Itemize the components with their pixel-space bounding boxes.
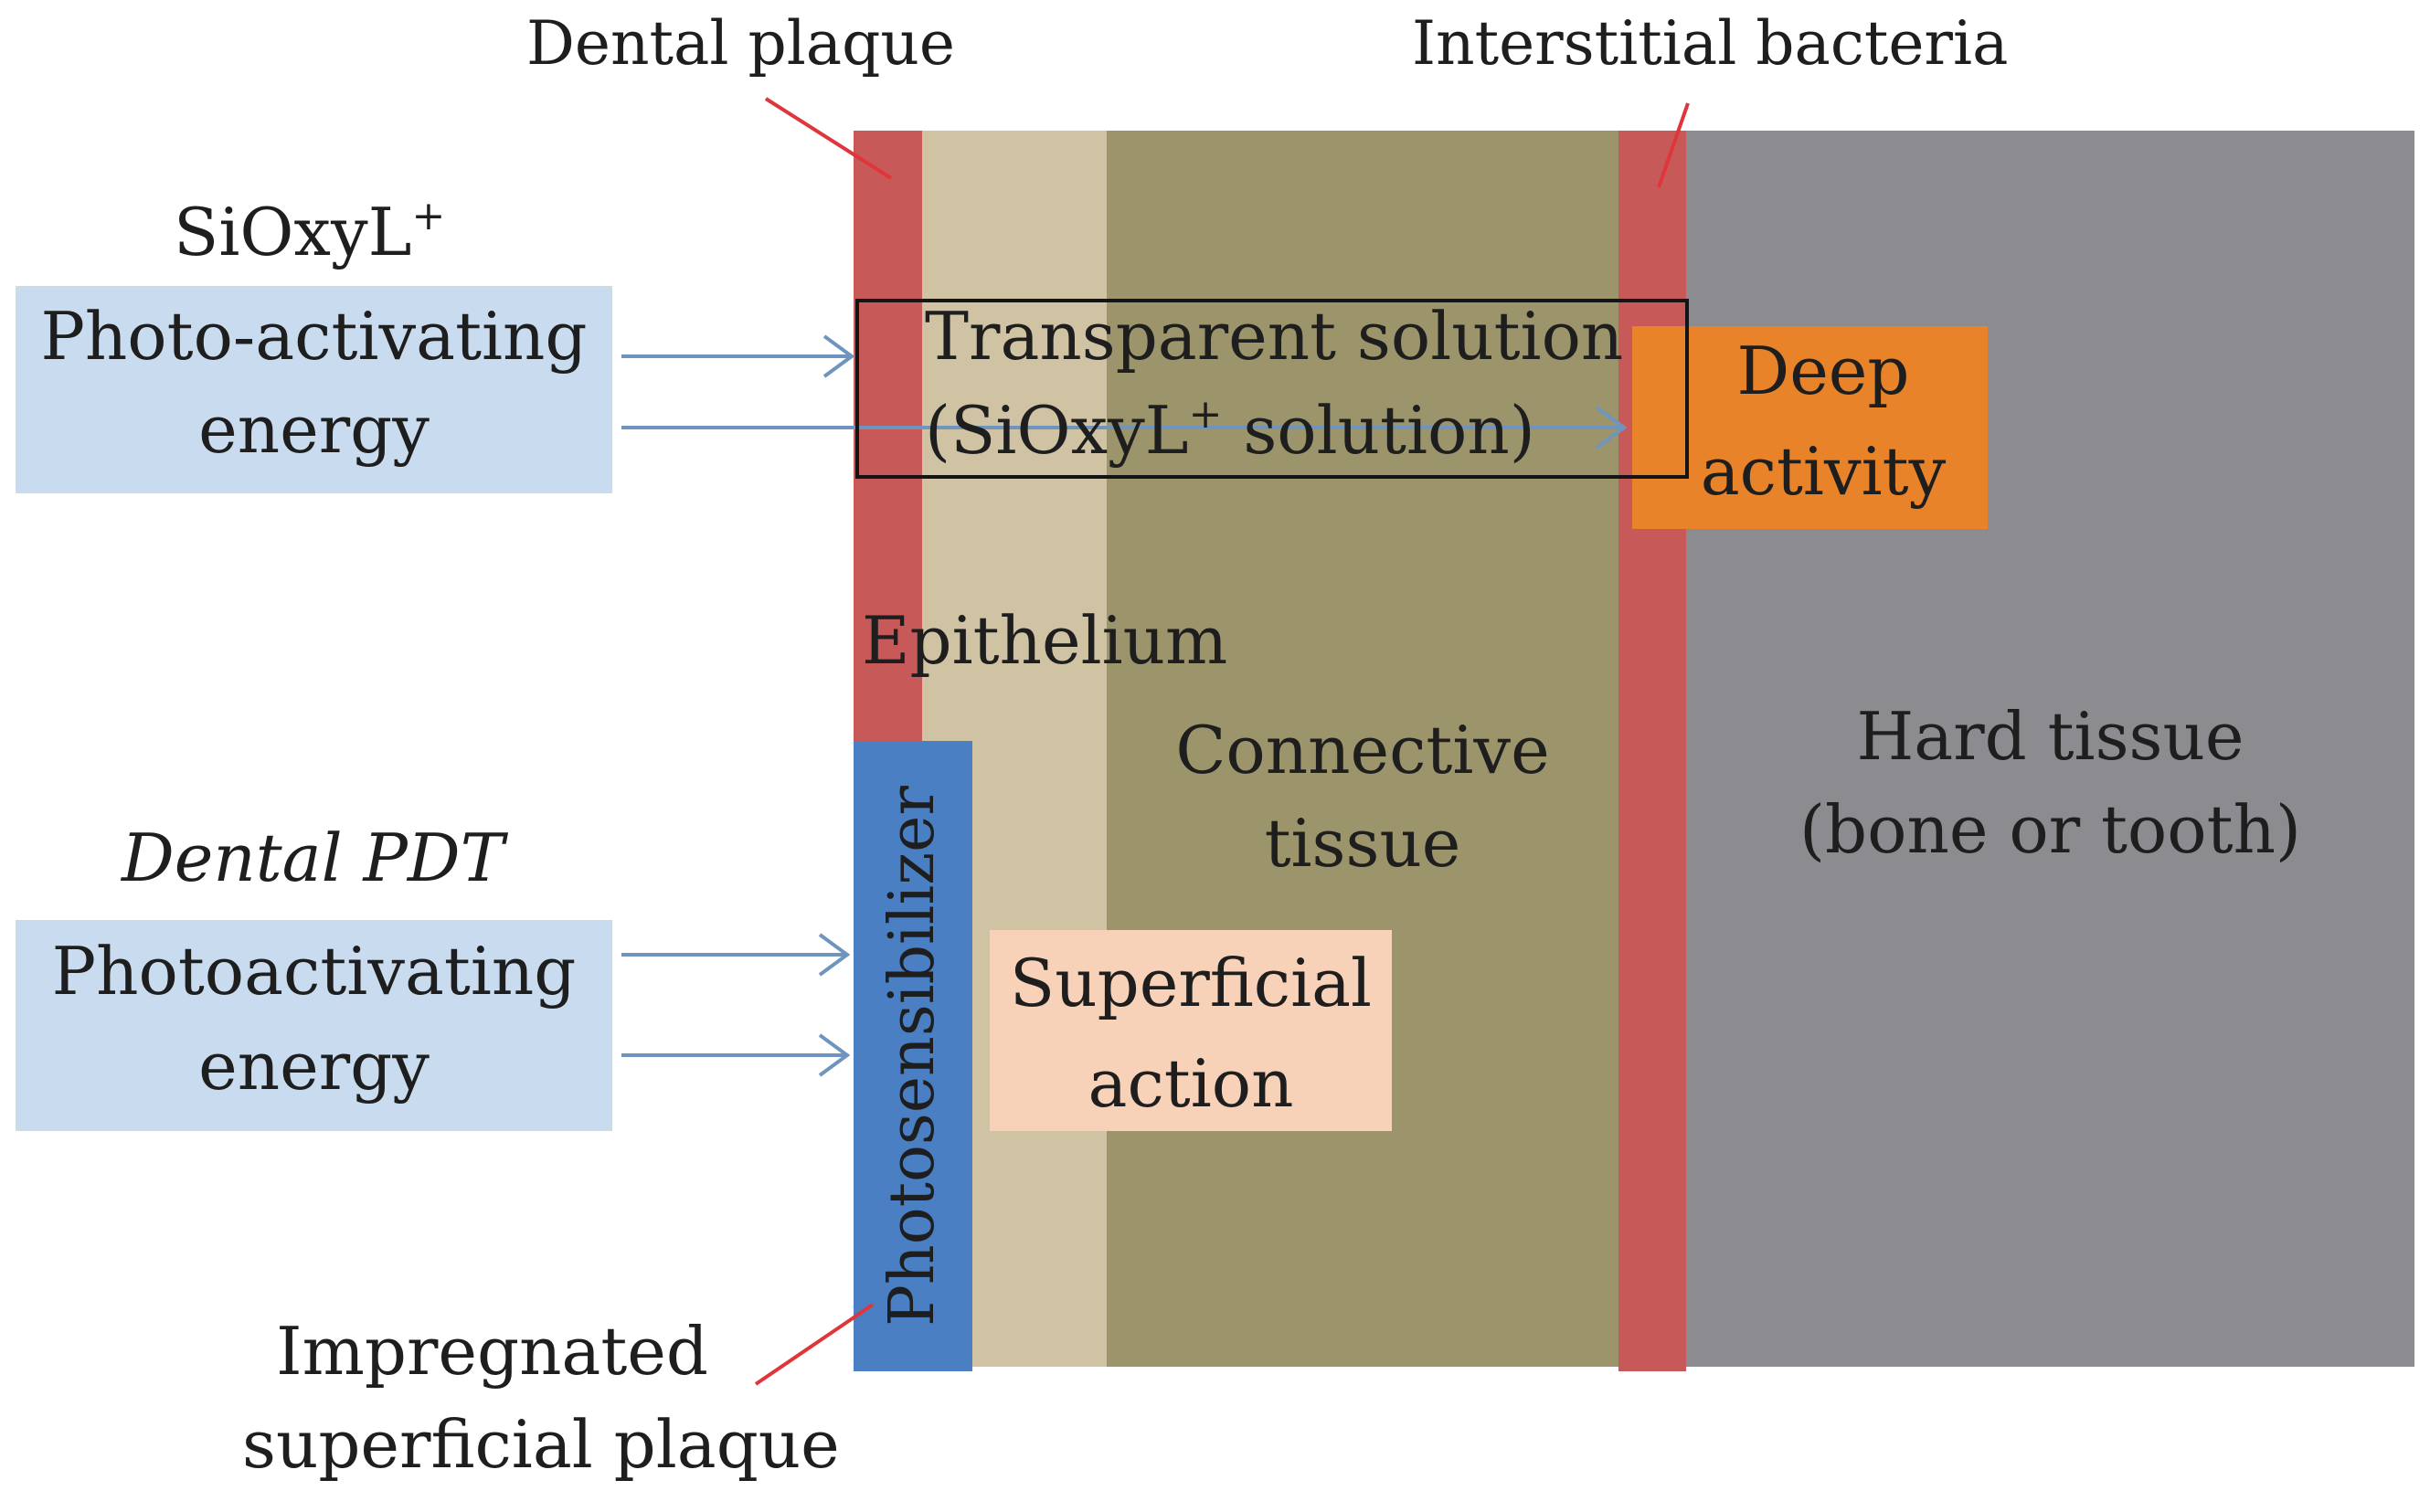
photosensibilizer-layer: [854, 741, 972, 1371]
siox-arrow-1: [621, 334, 855, 378]
transparent-solution-line2: (SiOxyL+ solution): [925, 395, 1623, 464]
siox-title-sup: +: [411, 193, 446, 239]
siox-arrow-2: [621, 406, 1628, 449]
transparent-line2-sup: +: [1188, 391, 1223, 438]
photo-activating-line2: energy: [198, 391, 430, 468]
deep-activity-line1: Deep: [1736, 333, 1910, 409]
connective-tissue-layer: [1107, 131, 1618, 1367]
deep-activity-label: Deep activity: [1632, 338, 2014, 504]
photoactivating-energy-box: [16, 920, 612, 1131]
deep-activity-box: [1632, 326, 1988, 529]
transparent-solution-box: [855, 299, 1689, 479]
connective-tissue-label: Connective tissue: [1107, 717, 1618, 876]
pdt-arrow-2: [621, 1033, 851, 1077]
dental-plaque-layer: [854, 131, 922, 741]
interstitial-bacteria-leader: [1657, 102, 1690, 188]
hard-tissue-line2: (bone or tooth): [1799, 791, 2302, 868]
impregnated-line1: Impregnated: [276, 1313, 708, 1390]
superficial-line2: action: [1088, 1045, 1294, 1122]
epithelium-label: Epithelium: [862, 602, 1228, 679]
photoactivating-label: Photoactivating energy: [16, 938, 612, 1099]
connective-line2: tissue: [1264, 805, 1461, 882]
transparent-line2-pre: (SiOxyL: [925, 392, 1189, 469]
impregnated-plaque-label: Impregnated superficial plaque: [242, 1313, 840, 1483]
interstitial-bacteria-label: Interstitial bacteria: [1412, 8, 2009, 79]
dental-plaque-leader: [764, 97, 893, 180]
dental-pdt-label: Dental PDT: [122, 819, 504, 896]
transparent-line2-post: solution): [1222, 392, 1535, 469]
siox-title: SiOxyL+: [174, 193, 446, 266]
impregnated-line2: superficial plaque: [242, 1406, 840, 1483]
hard-tissue-line1: Hard tissue: [1856, 698, 2244, 775]
photo-activating-label: Photo-activating energy: [16, 303, 612, 462]
photo-activating-line1: Photo-activating: [40, 298, 588, 375]
hard-tissue-label: Hard tissue (bone or tooth): [1686, 703, 2414, 862]
superficial-action-label: Superficial action: [990, 950, 1392, 1116]
photoactivating-line1: Photoactivating: [51, 933, 577, 1010]
connective-line1: Connective: [1175, 712, 1550, 788]
photoactivating-line2: energy: [198, 1028, 430, 1105]
siox-title-text: SiOxyL: [174, 194, 412, 270]
dental-plaque-label: Dental plaque: [526, 8, 955, 79]
transparent-solution-label: Transparent solution (SiOxyL+ solution): [925, 303, 1623, 463]
pdt-arrow-1: [621, 933, 851, 977]
photosensibilizer-label: Photosensibilizer: [876, 786, 949, 1327]
superficial-action-box: [990, 930, 1392, 1131]
superficial-line1: Superficial: [1009, 945, 1373, 1021]
transparent-solution-line1: Transparent solution: [925, 298, 1624, 375]
photo-activating-energy-box: [16, 286, 612, 493]
deep-activity-line2: activity: [1700, 433, 1947, 510]
impregnated-plaque-leader: [754, 1303, 875, 1386]
